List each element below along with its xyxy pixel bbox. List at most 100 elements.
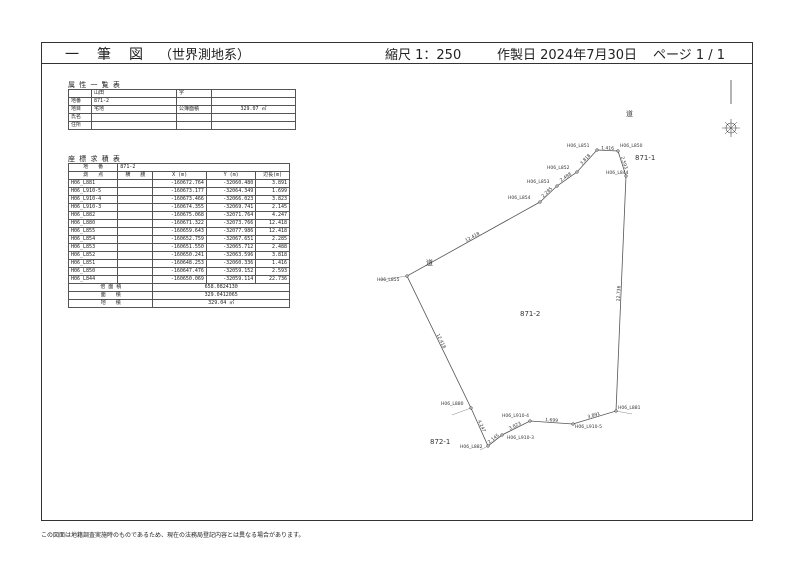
attribute-value-2: 329.07 ㎡	[211, 105, 296, 114]
parcel-label-sw: 872-1	[430, 438, 450, 446]
x-coordinate: -160652.759	[152, 235, 207, 244]
parcel-boundary	[406, 149, 627, 447]
area-label: 倍 面 積	[67, 283, 154, 292]
attribute-label: 氏名	[68, 113, 92, 122]
coordinate-header: 辺長(m)	[255, 171, 290, 180]
adjacent-boundary	[451, 407, 472, 416]
edge-length: 1.416	[255, 259, 290, 268]
edge-length: 4.247	[255, 211, 290, 220]
area-label: 面 積	[67, 291, 154, 300]
y-coordinate: -32059.152	[205, 267, 257, 276]
survey-point-marker	[616, 149, 620, 153]
y-coordinate: -32077.986	[205, 227, 257, 236]
edge-length: 2.593	[255, 267, 290, 276]
parcel-label-main: 871-2	[520, 310, 540, 318]
header-bar: 一 筆 図 （世界測地系） 縮尺 1：250 作製日 2024年7月30日 ペー…	[41, 42, 753, 64]
edge-length: 22.736	[255, 275, 290, 284]
coordinate-header: Y (m)	[205, 171, 257, 180]
attribute-value-2	[211, 113, 296, 122]
coordinate-system: （世界測地系）	[159, 48, 251, 63]
y-coordinate: -32059.114	[205, 275, 257, 284]
page-number: ページ 1 / 1	[653, 48, 726, 63]
survey-point-label: H06_L882	[460, 444, 483, 450]
survey-point-marker	[538, 200, 542, 204]
attribute-label-2	[176, 113, 212, 122]
attribute-label-2: 公簿面積	[176, 105, 212, 114]
coordinate-table-title: 座 標 求 積 表	[68, 155, 121, 163]
survey-point-marker	[571, 422, 575, 426]
edge-length-label: 3.891	[587, 411, 601, 421]
x-coordinate: -160648.253	[152, 259, 207, 268]
survey-point-label: H06_L852	[547, 165, 570, 171]
edge-length-label: 1.416	[601, 145, 614, 152]
survey-point-marker	[595, 148, 599, 152]
attribute-value: 宅地	[91, 105, 177, 114]
point-name: H06_L882	[67, 211, 119, 220]
survey-point-marker	[500, 433, 504, 437]
survey-point-label: H06_L910-3	[507, 435, 534, 441]
point-name: H06_L852	[67, 251, 119, 260]
edge-length-label: 1.699	[545, 417, 558, 424]
survey-point-label: H06_L881	[618, 405, 641, 411]
attribute-label: 地目	[68, 105, 92, 114]
y-coordinate: -32069.741	[205, 203, 257, 212]
road-label-top: 道	[626, 109, 633, 118]
coordinate-header: 測 点	[67, 171, 119, 180]
point-name: H06_L910-5	[67, 187, 119, 196]
survey-point-marker	[528, 419, 532, 423]
adjacent-boundary	[379, 275, 408, 281]
point-note	[117, 259, 154, 268]
attribute-label	[68, 89, 92, 98]
y-coordinate: -32067.651	[205, 235, 257, 244]
y-coordinate: -32071.764	[205, 211, 257, 220]
point-note	[117, 203, 154, 212]
survey-point-marker	[624, 174, 628, 178]
y-coordinate: -32073.766	[205, 219, 257, 228]
point-name: H06_L880	[67, 219, 119, 228]
point-note	[117, 243, 154, 252]
attribute-value	[91, 121, 177, 130]
edge-length: 2.145	[255, 203, 290, 212]
point-note	[117, 227, 154, 236]
attribute-row: 氏名	[68, 113, 296, 122]
x-coordinate: -160650.241	[152, 251, 207, 260]
point-name: H06_L851	[67, 259, 119, 268]
attribute-row: 住所	[68, 121, 296, 130]
edge-length-label: 2.488	[559, 171, 573, 183]
x-coordinate: -160672.764	[152, 179, 207, 188]
survey-point-label: H06_L910-4	[502, 413, 529, 419]
y-coordinate: -32060.336	[205, 259, 257, 268]
x-coordinate: -160650.069	[152, 275, 207, 284]
area-value: 658.0824130	[152, 283, 290, 292]
survey-point-label: H06_L853	[527, 179, 550, 185]
x-coordinate: -160651.550	[152, 243, 207, 252]
edge-length-label: 3.818	[579, 153, 592, 167]
created-date: 作製日 2024年7月30日	[497, 48, 638, 63]
point-name: H06_L881	[67, 179, 119, 188]
y-coordinate: -32060.480	[205, 179, 257, 188]
edge-length: 12.418	[255, 219, 290, 228]
point-name: H06_L910-4	[67, 195, 119, 204]
edge-length-label: 2.593	[619, 156, 629, 170]
edge-length: 2.488	[255, 243, 290, 252]
area-value: 329.0412065	[152, 291, 290, 300]
road-label-left: 道	[426, 258, 433, 267]
point-name: H06_L854	[67, 235, 119, 244]
attribute-value-2	[211, 97, 296, 106]
survey-point-marker	[405, 274, 409, 278]
point-name: H06_L844	[67, 275, 119, 284]
point-note	[117, 267, 154, 276]
attribute-value: 山田	[91, 89, 177, 98]
edge-length: 3.823	[255, 195, 290, 204]
y-coordinate: -32065.712	[205, 243, 257, 252]
